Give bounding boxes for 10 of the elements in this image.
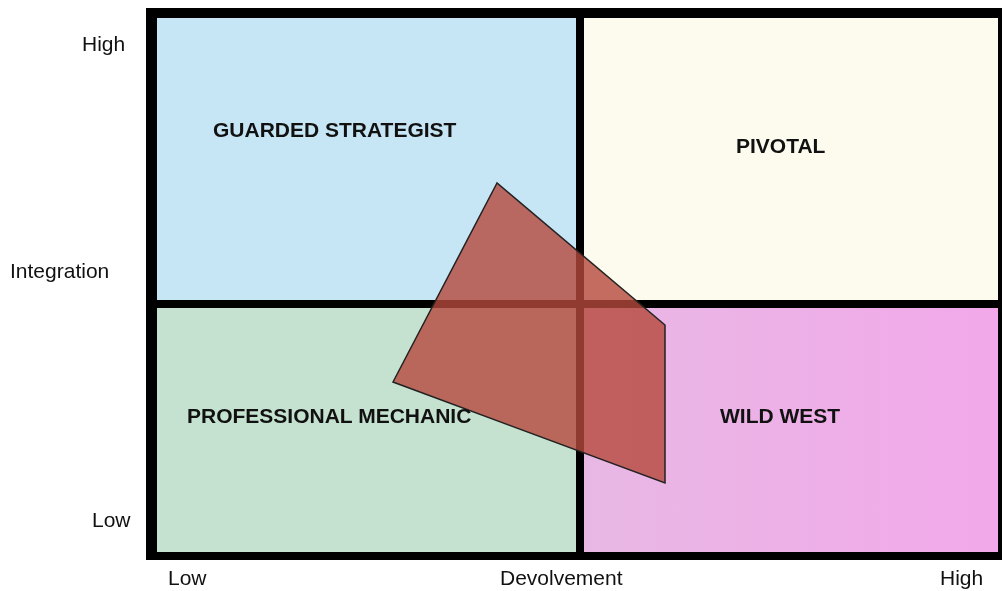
axis-tick-label: High [82, 32, 126, 56]
axis-title: Integration [10, 259, 110, 283]
quadrant-label: PIVOTAL [736, 134, 826, 158]
axis-tick-label: High [940, 566, 984, 590]
axis-tick-label: Low [92, 508, 131, 532]
quadrant-label: GUARDED STRATEGIST [213, 118, 457, 142]
quadrant-label: WILD WEST [720, 404, 841, 428]
quadrant-label: PROFESSIONAL MECHANIC [187, 404, 472, 428]
axis-tick-label: Low [168, 566, 207, 590]
axis-title: Devolvement [500, 566, 623, 590]
